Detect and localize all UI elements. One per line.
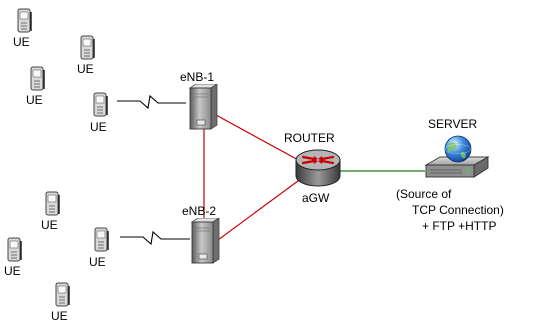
- ue-label-1: UE: [13, 35, 30, 49]
- server-title: SERVER: [428, 117, 478, 131]
- server-description-line-3: + FTP +HTTP: [422, 219, 497, 233]
- ue-icon-3: [30, 66, 46, 97]
- ue-icon-1: [17, 8, 33, 39]
- ue-icon-7: [7, 237, 23, 268]
- ue-label-8: UE: [51, 309, 68, 323]
- enb2-tower-icon: [189, 217, 221, 271]
- enb2-label: eNB-2: [182, 204, 217, 218]
- enb1-label: eNB-1: [180, 70, 215, 84]
- enb1-tower-icon: [187, 83, 219, 137]
- enb2-router-link: [217, 177, 303, 241]
- server-globe-icon: [418, 135, 496, 196]
- router-icon: [293, 148, 343, 195]
- ue-icon-8: [55, 282, 71, 313]
- ue-icon-5: [45, 191, 61, 222]
- ue-label-7: UE: [4, 264, 21, 278]
- router-title: ROUTER: [284, 131, 335, 145]
- router-subtitle: aGW: [302, 191, 330, 205]
- server-description-line-1: (Source of: [396, 187, 452, 201]
- ue-label-2: UE: [77, 62, 94, 76]
- wireless-link-1: [117, 94, 186, 110]
- ue-icon-6: [94, 227, 110, 258]
- wireless-link-2: [120, 230, 190, 246]
- ue-icon-2: [80, 35, 96, 66]
- ue-label-3: UE: [26, 93, 43, 107]
- ue-label-5: UE: [41, 218, 58, 232]
- ue-label-6: UE: [89, 255, 106, 269]
- server-description-line-2: TCP Connection): [412, 203, 504, 217]
- ue-icon-4: [93, 92, 109, 123]
- enb1-router-link: [215, 114, 303, 163]
- ue-label-4: UE: [90, 120, 107, 134]
